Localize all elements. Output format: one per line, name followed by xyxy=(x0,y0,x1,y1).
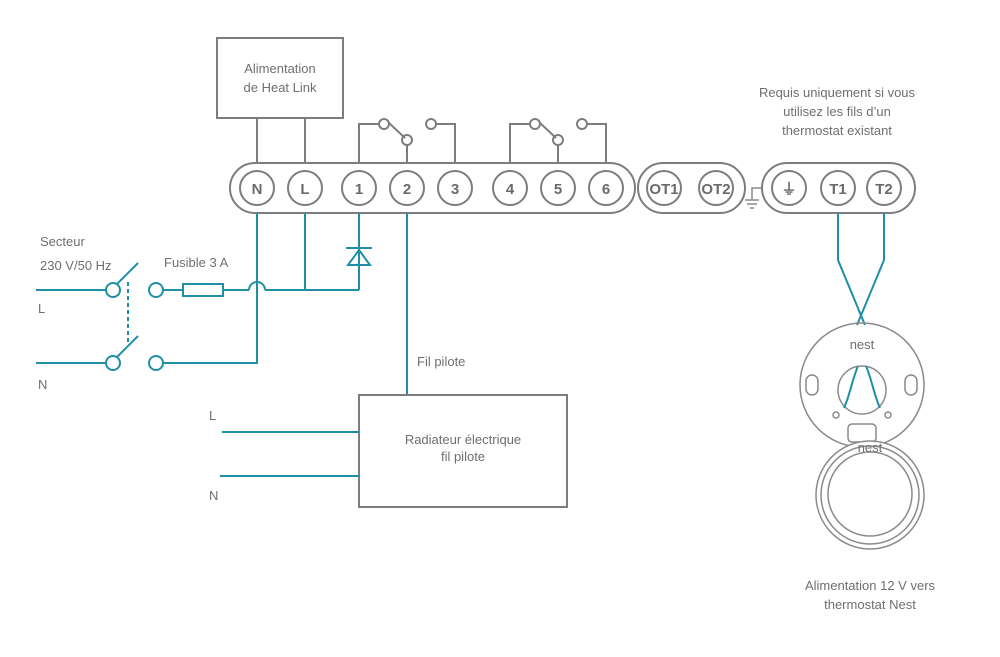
power-box-line1: Alimentation xyxy=(244,61,316,76)
terminal-label: 6 xyxy=(602,181,610,198)
terminal-label: T2 xyxy=(875,181,893,198)
pilot-wire-label: Fil pilote xyxy=(417,354,465,369)
power-box-line2: de Heat Link xyxy=(244,80,317,95)
diode-symbol xyxy=(346,247,372,266)
radiator-line2: fil pilote xyxy=(441,449,485,464)
terminal-label: 1 xyxy=(355,181,363,198)
terminal-label: 3 xyxy=(451,181,459,198)
ground-symbol xyxy=(745,187,762,209)
fuse-symbol xyxy=(182,283,224,297)
mains-neutral-label: N xyxy=(38,377,47,392)
mains-spec: 230 V/50 Hz xyxy=(40,258,112,273)
terminal-ground: ⏚ xyxy=(771,170,807,206)
radiator-neutral-label: N xyxy=(209,488,218,503)
thermostat-caption1: Alimentation 12 V vers xyxy=(805,578,936,593)
terminal-block-opentherm xyxy=(637,162,746,214)
existing-thermostat-note: Requis uniquement si vous utilisez les f… xyxy=(759,85,916,138)
nest-thermostat-display: nest xyxy=(815,440,925,550)
terminal-ot1: OT1 xyxy=(646,170,682,206)
terminal-label: OT1 xyxy=(649,181,678,198)
terminal-1: 1 xyxy=(341,170,377,206)
terminal-4: 4 xyxy=(492,170,528,206)
mains-live-label: L xyxy=(38,301,45,316)
terminal-label: 2 xyxy=(403,181,411,198)
terminal-l: L xyxy=(287,170,323,206)
terminal-n: N xyxy=(239,170,275,206)
terminal-label: T1 xyxy=(829,181,847,198)
terminal-2: 2 xyxy=(389,170,425,206)
note-line1: Requis uniquement si vous xyxy=(759,85,916,100)
note-line2: utilisez les fils d’un xyxy=(783,104,891,119)
terminal-label: OT2 xyxy=(701,181,730,198)
terminal-label: N xyxy=(252,181,263,198)
radiator-line1: Radiateur électrique xyxy=(405,432,521,447)
terminal-block-main xyxy=(229,162,636,214)
fuse-label: Fusible 3 A xyxy=(164,255,229,270)
nest-base-plate: nest xyxy=(799,322,925,448)
relay-1-symbol xyxy=(358,118,456,163)
terminal-ot2: OT2 xyxy=(698,170,734,206)
terminal-5: 5 xyxy=(540,170,576,206)
terminal-3: 3 xyxy=(437,170,473,206)
radiator-live-label: L xyxy=(209,408,216,423)
thermostat-caption2: thermostat Nest xyxy=(824,597,916,612)
mains-supply: Secteur 230 V/50 Hz L N xyxy=(38,234,112,392)
terminal-label: ⏚ xyxy=(781,181,796,198)
note-line3: thermostat existant xyxy=(782,123,892,138)
heat-link-power-box: Alimentation de Heat Link xyxy=(216,37,344,119)
terminal-t1: T1 xyxy=(820,170,856,206)
mains-title: Secteur xyxy=(40,234,85,249)
relay-2-symbol xyxy=(509,118,607,163)
display-brand: nest xyxy=(858,440,883,455)
terminal-label: 5 xyxy=(554,181,562,198)
terminal-6: 6 xyxy=(588,170,624,206)
radiator-box: Radiateur électrique fil pilote xyxy=(358,394,568,508)
base-brand: nest xyxy=(850,337,875,352)
terminal-label: L xyxy=(300,181,309,198)
terminal-t2: T2 xyxy=(866,170,902,206)
terminal-label: 4 xyxy=(506,181,515,198)
